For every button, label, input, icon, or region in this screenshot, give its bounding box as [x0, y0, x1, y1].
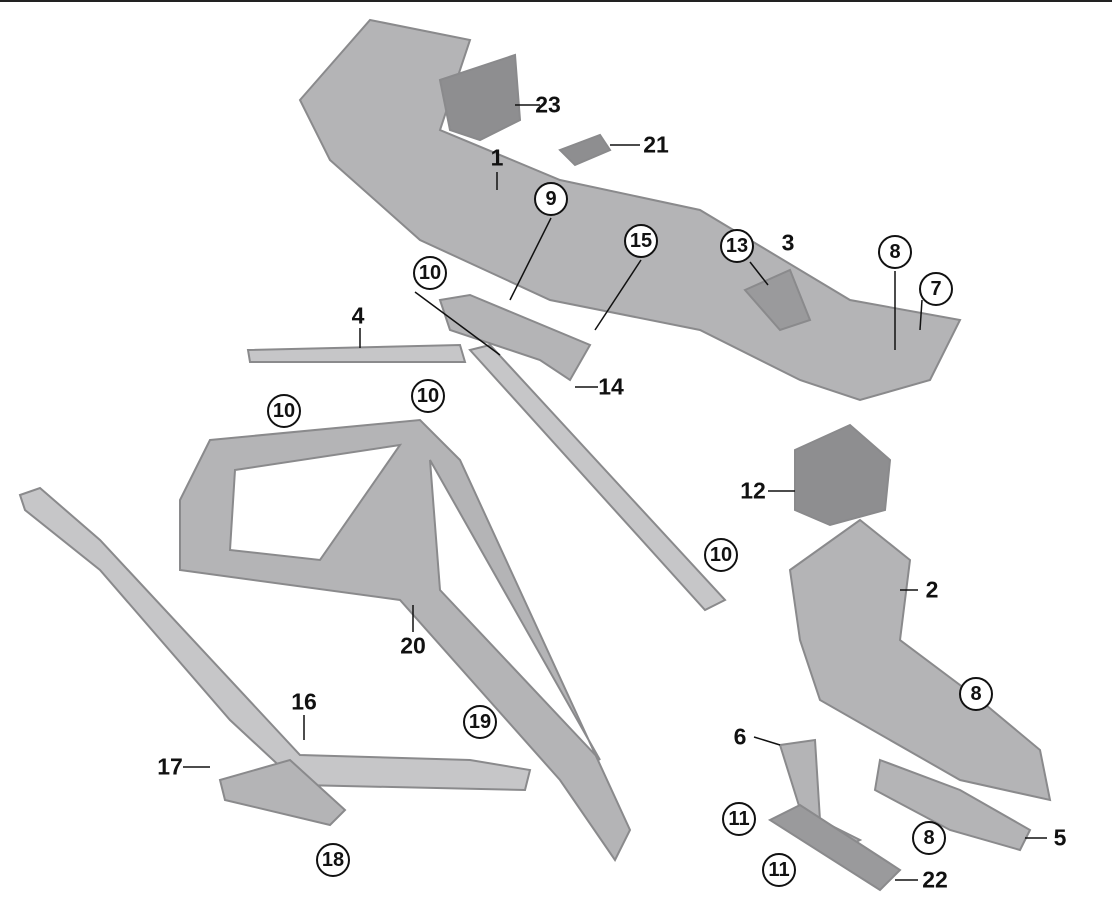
callout-8: 8: [912, 821, 946, 855]
part-11-plate: [767, 803, 902, 892]
part-1-front-carrier: [298, 18, 962, 402]
callout-17: 17: [157, 753, 183, 780]
callout-8: 8: [959, 677, 993, 711]
callout-1: 1: [490, 144, 504, 171]
top-border: [0, 0, 1112, 2]
part-strut-diagonal: [468, 343, 727, 612]
callout-21: 21: [643, 131, 669, 158]
leader-lines: [183, 104, 1047, 881]
callout-16: 16: [291, 688, 317, 715]
callout-19: 19: [463, 705, 497, 739]
callout-10: 10: [411, 379, 445, 413]
part-23-shield: [438, 53, 522, 142]
part-12-duct: [794, 423, 892, 527]
callout-6: 6: [733, 723, 747, 750]
callout-7: 7: [919, 272, 953, 306]
part-17-plate: [218, 758, 347, 827]
part-20-frame: [179, 418, 632, 862]
callout-4: 4: [351, 302, 365, 329]
callout-15: 15: [624, 224, 658, 258]
part-14-bracket: [438, 293, 592, 382]
part-4-strut: [246, 343, 467, 363]
callout-9: 9: [534, 182, 568, 216]
part-3-bracket: [743, 268, 812, 332]
callout-10: 10: [413, 256, 447, 290]
callout-3: 3: [781, 229, 795, 256]
part-2-bracket: [788, 518, 1052, 802]
callout-20: 20: [400, 632, 426, 659]
part-5-bracket: [873, 758, 1032, 852]
callout-2: 2: [925, 576, 939, 603]
callout-11: 11: [722, 802, 756, 836]
callout-22: 22: [922, 866, 948, 893]
callout-8: 8: [878, 235, 912, 269]
callout-12: 12: [740, 477, 766, 504]
callout-14: 14: [598, 373, 624, 400]
callout-23: 23: [535, 91, 561, 118]
part-16-strut: [18, 486, 532, 792]
callout-10: 10: [704, 538, 738, 572]
part-21-clip: [558, 133, 612, 167]
callout-13: 13: [720, 229, 754, 263]
callout-5: 5: [1053, 824, 1067, 851]
callout-11: 11: [762, 853, 796, 887]
callout-10: 10: [267, 394, 301, 428]
callout-18: 18: [316, 843, 350, 877]
